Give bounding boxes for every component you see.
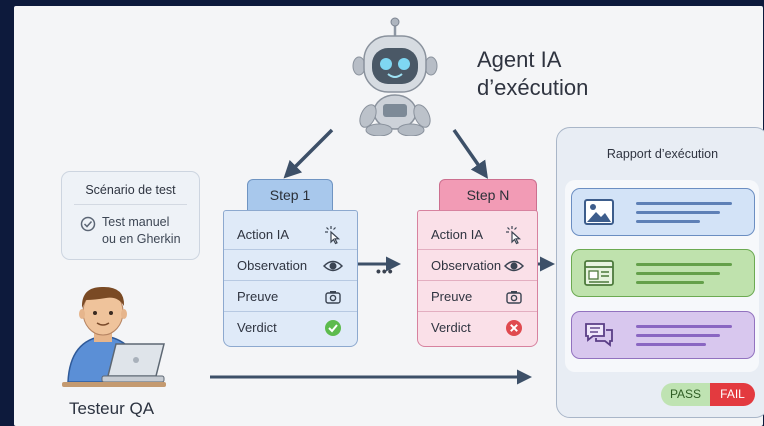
browser-window-icon (584, 260, 614, 286)
step1-row-preuve: Preuve (224, 281, 357, 312)
step1-row-observation: Observation (224, 250, 357, 281)
click-cursor-icon (325, 226, 341, 245)
stepN-verdict-label: Verdict (431, 320, 471, 335)
cross-icon (506, 320, 522, 336)
report-cards (565, 180, 759, 372)
stepN-preuve-label: Preuve (431, 289, 473, 304)
camera-icon (506, 291, 522, 304)
stepN-row-action: Action IA (418, 219, 537, 250)
stepN-tab: Step N (439, 179, 537, 211)
fail-badge: FAIL (710, 383, 755, 406)
arrow-agent-to-step1 (283, 128, 334, 179)
tester-label: Testeur QA (69, 399, 155, 418)
stepN-row-verdict: Verdict (418, 312, 537, 343)
stepN-observation-label: Observation (431, 258, 502, 273)
stepN-row-observation: Observation (418, 250, 537, 281)
scenario-title: Scénario de test (85, 183, 176, 197)
report-card-image (571, 188, 755, 236)
stepN-row-preuve: Preuve (418, 281, 537, 312)
pass-badge: PASS (661, 383, 710, 406)
scenario-text: Test manuel ou en Gherkin (102, 214, 181, 248)
agent-title: Agent IA d’exécution (477, 46, 588, 102)
scenario-box: Scénario de test Test manuel ou en Gherk… (61, 171, 200, 260)
scenario-line1: Test manuel (102, 215, 170, 229)
chat-icon (585, 323, 613, 347)
scenario-line2: ou en Gherkin (102, 232, 181, 246)
check-icon (325, 320, 341, 336)
step1-action-label: Action IA (237, 227, 290, 242)
step1-card: Action IA Observation Preuve (223, 210, 358, 347)
stepN-action-label: Action IA (431, 227, 484, 242)
step1-verdict-label: Verdict (237, 320, 277, 335)
agent-title-line2: d’exécution (477, 75, 589, 100)
scenario-divider (74, 204, 187, 205)
robot-icon (352, 17, 438, 136)
image-icon (584, 199, 614, 225)
report-card-observation (571, 249, 755, 297)
step1-row-verdict: Verdict (224, 312, 357, 343)
report-card-chat (571, 311, 755, 359)
camera-icon (325, 291, 341, 304)
step1-tab: Step 1 (247, 179, 333, 211)
connector-arrows (210, 128, 555, 385)
step1-preuve-label: Preuve (237, 289, 279, 304)
stepN-card: Action IA Observation Preuve (417, 210, 538, 347)
step1-row-action: Action IA (224, 219, 357, 250)
eye-icon (323, 260, 343, 272)
step1-observation-label: Observation (237, 258, 308, 273)
arrow-agent-to-stepN (452, 129, 488, 179)
diagram-canvas: Agent IA d’exécution Scénario de test Te… (14, 6, 764, 426)
eye-icon (504, 260, 524, 272)
check-circle-icon (80, 216, 96, 232)
report-panel: Rapport d’exécution (556, 127, 764, 418)
agent-title-line1: Agent IA (477, 47, 562, 72)
click-cursor-icon (506, 226, 522, 245)
report-title: Rapport d’exécution (606, 147, 719, 161)
person-laptop-icon (62, 286, 166, 387)
ellipsis: ••• (376, 263, 394, 279)
